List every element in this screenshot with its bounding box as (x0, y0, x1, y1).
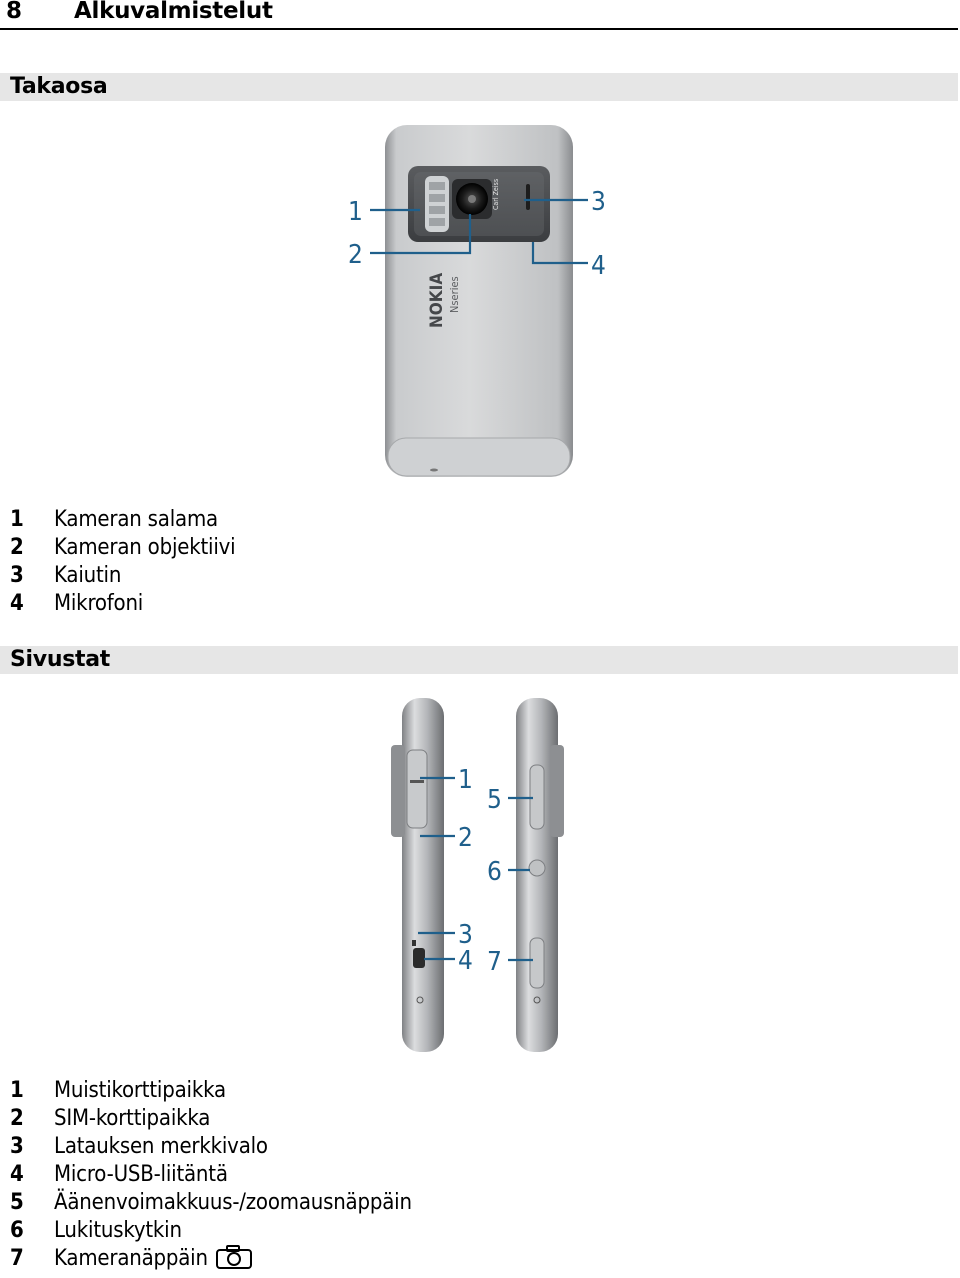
lens-branding: Carl Zeiss (492, 179, 500, 210)
usb-port-icon (413, 948, 425, 968)
section-heading-sides: Sivustat (0, 646, 958, 674)
section-title: Takaosa (10, 74, 108, 99)
callout-label: 2 (458, 823, 473, 853)
section-title: Sivustat (10, 647, 110, 672)
brand-logo: NOKIA (427, 273, 447, 328)
callout-label: 3 (458, 920, 473, 950)
series-logo: Nseries (448, 276, 461, 313)
lock-switch (528, 859, 546, 877)
camera-icon (215, 1245, 252, 1269)
callout-label: 2 (348, 240, 363, 270)
callout-label: 6 (487, 857, 502, 887)
page-title: Alkuvalmistelut (74, 0, 273, 24)
callout-label: 7 (487, 947, 502, 977)
callout-label: 1 (348, 197, 363, 227)
callout-label: 1 (458, 765, 473, 795)
section-heading-back: Takaosa (0, 73, 958, 101)
phone-back-illustration: Carl Zeiss NOKIA Nseries 1 2 3 4 (348, 125, 606, 477)
callout-label: 4 (458, 946, 473, 976)
camera-key (529, 937, 545, 989)
callout-label: 5 (487, 785, 502, 815)
page-header: 8 Alkuvalmistelut (0, 0, 958, 30)
phone-sides-illustration: 1 2 3 4 5 6 7 (391, 698, 564, 1052)
speaker-grille (526, 184, 530, 210)
page-number: 8 (6, 0, 23, 24)
callout-label: 4 (591, 251, 606, 281)
callout-label: 3 (591, 187, 606, 217)
